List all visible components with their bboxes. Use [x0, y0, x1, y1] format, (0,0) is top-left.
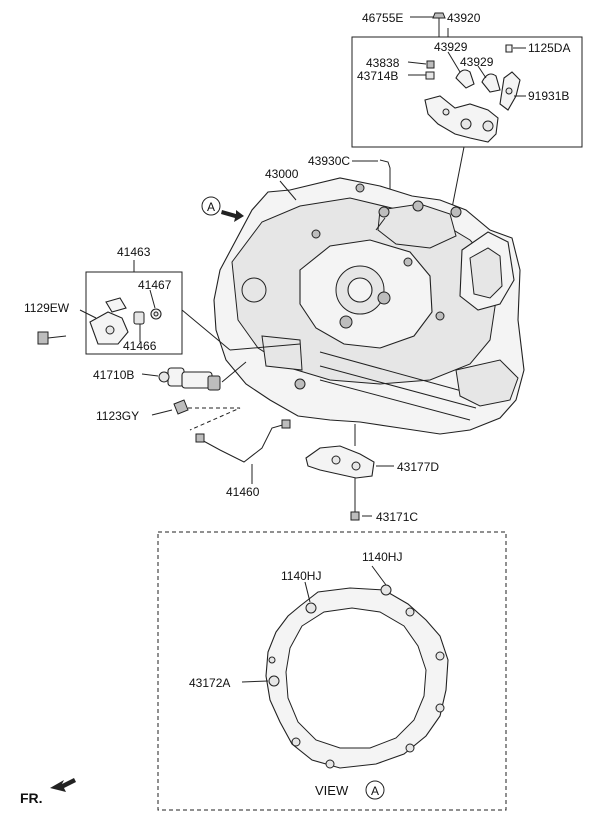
label-41710B: 41710B	[93, 368, 134, 382]
label-1123GY: 1123GY	[96, 409, 139, 423]
bellhousing-gasket-43172A	[265, 584, 449, 769]
label-1125DA: 1125DA	[528, 41, 570, 55]
label-front: FR.	[20, 790, 43, 806]
clutch-pipe-41460	[195, 419, 291, 463]
label-46755E: 46755E	[362, 11, 403, 25]
label-41466: 41466	[123, 339, 157, 353]
view-a-marker	[201, 196, 244, 222]
bracket-assembly-frame	[351, 36, 583, 148]
bolt-1123GY	[173, 399, 189, 415]
bolt-46755E	[432, 12, 446, 37]
transmission-case-43000	[213, 177, 525, 435]
label-43929-b: 43929	[460, 55, 494, 69]
release-bracket-assembly	[89, 297, 162, 345]
label-41467: 41467	[138, 278, 172, 292]
label-43000: 43000	[265, 167, 299, 181]
label-view: VIEW	[315, 783, 349, 798]
label-1140HJ-left: 1140HJ	[281, 569, 321, 583]
label-1140HJ-right: 1140HJ	[362, 550, 402, 564]
label-91931B: 91931B	[528, 89, 569, 103]
slave-cylinder-41710B	[158, 367, 221, 391]
label-43920: 43920	[447, 11, 481, 25]
bolt-1129EW	[37, 331, 67, 345]
label-43177D: 43177D	[397, 460, 439, 474]
view-a-circle	[365, 780, 385, 800]
label-view-a-letter: A	[207, 200, 215, 214]
label-41463: 41463	[117, 245, 151, 259]
front-arrow-icon	[50, 778, 76, 792]
label-view-circle-letter: A	[371, 784, 379, 798]
mount-bracket-43177D	[305, 424, 375, 500]
label-43838: 43838	[366, 56, 400, 70]
label-43929-a: 43929	[434, 40, 468, 54]
bolt-43171C	[350, 500, 360, 521]
bracket-assembly-part	[424, 44, 521, 143]
label-43930C: 43930C	[308, 154, 350, 168]
label-43172A: 43172A	[189, 676, 230, 690]
label-41460: 41460	[226, 485, 260, 499]
label-43171C: 43171C	[376, 510, 418, 524]
view-a-frame	[157, 531, 507, 811]
label-1129EW: 1129EW	[24, 301, 70, 315]
label-43714B: 43714B	[357, 69, 398, 83]
